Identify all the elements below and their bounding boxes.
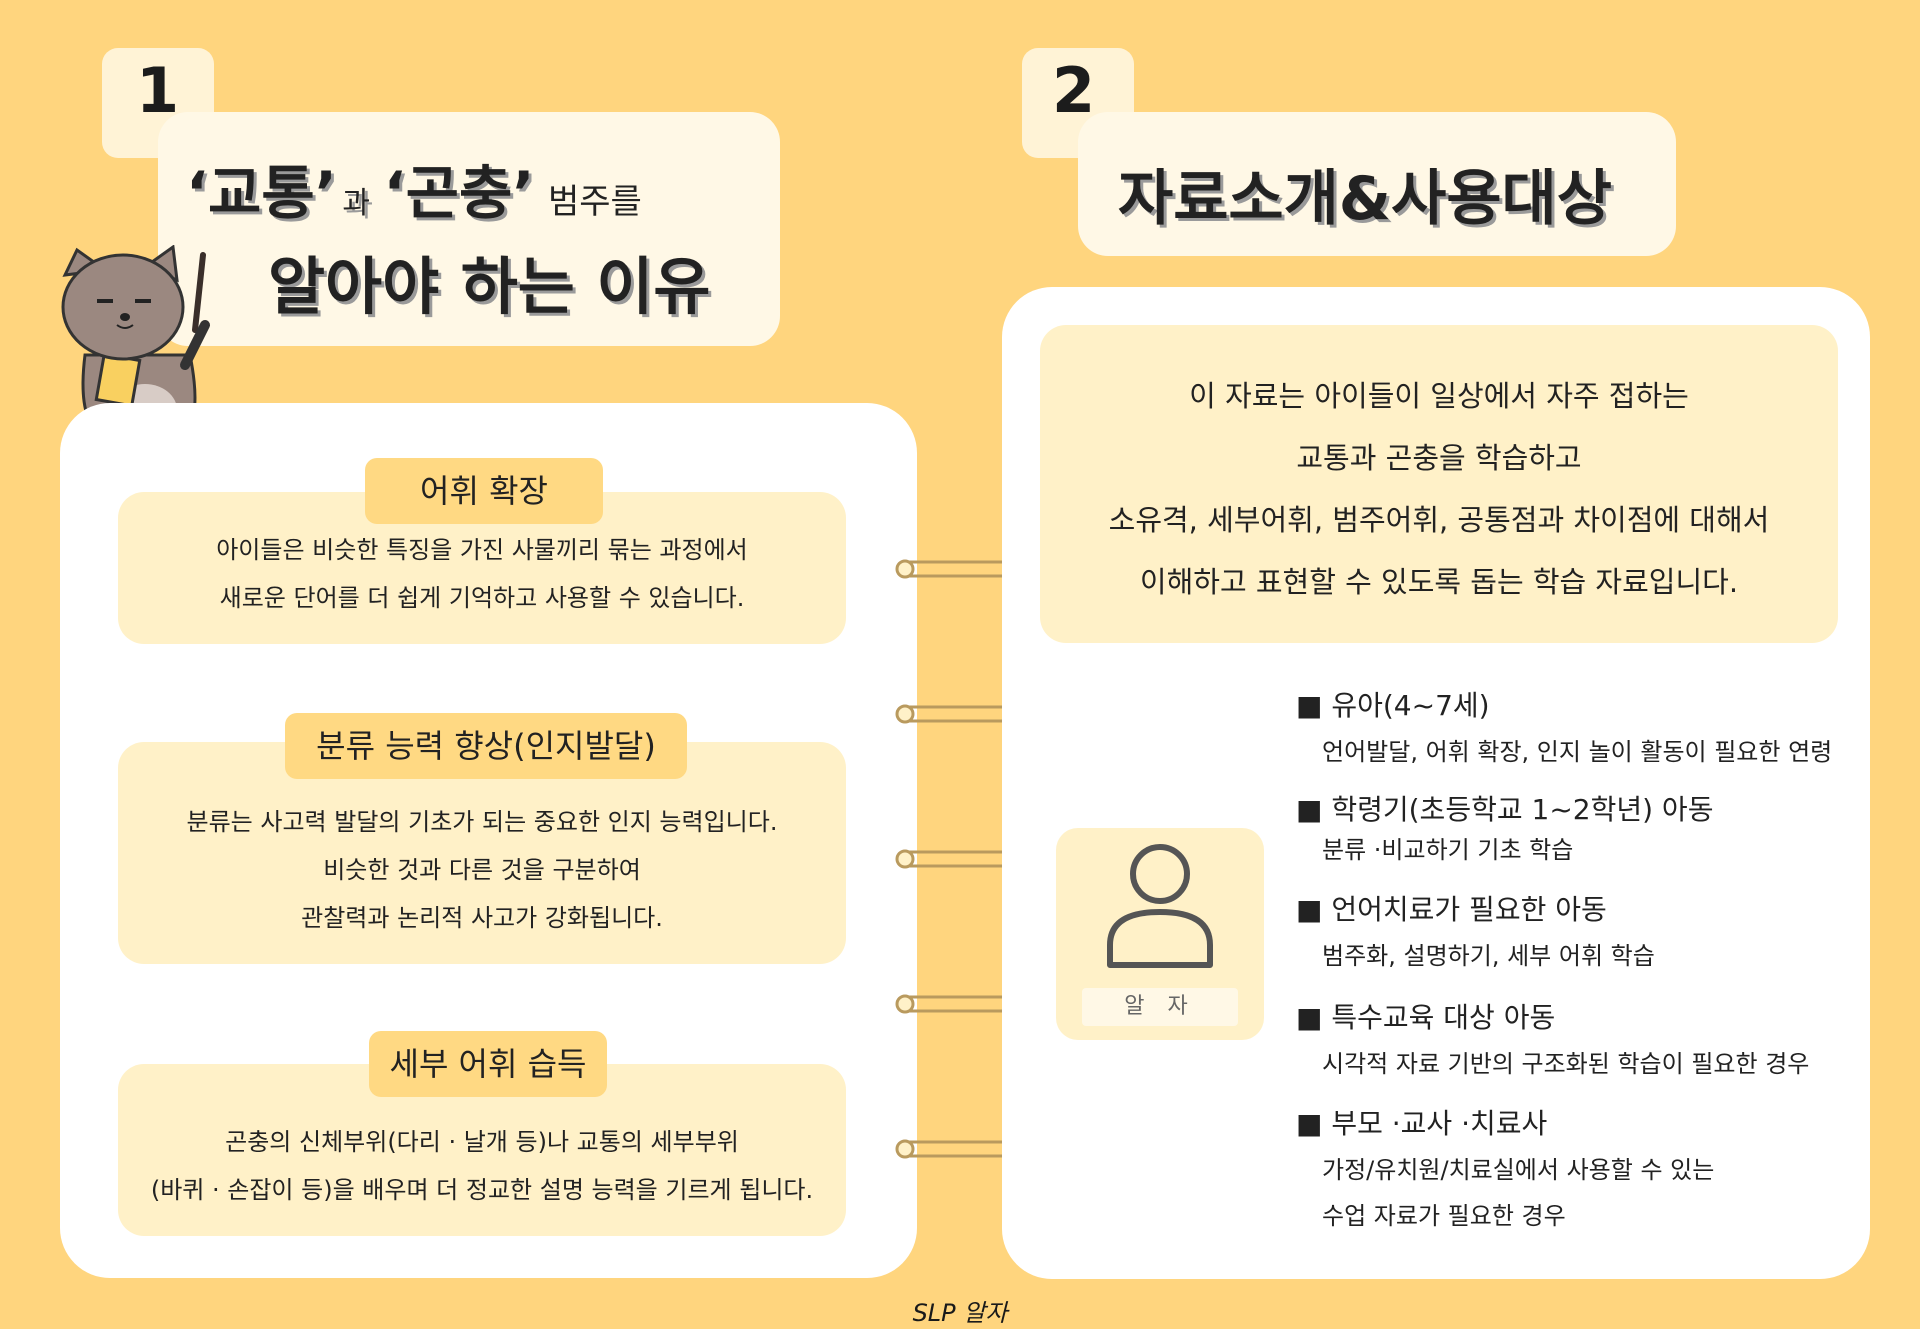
profile-label: 알 자	[1082, 988, 1238, 1026]
title-word-traffic: ‘교통’	[186, 159, 337, 227]
target2-desc: 분류 ·비교하기 기초 학습	[1322, 836, 1574, 864]
target4-title: ■ 특수교육 대상 아동	[1296, 1001, 1556, 1034]
target-item-speech-therapy: ■ 언어치료가 필요한 아동 범주화, 설명하기, 세부 어휘 학습	[1296, 890, 1655, 976]
card2-line2: 비슷한 것과 다른 것을 구분하여	[323, 856, 641, 884]
target-item-school-age: ■ 학령기(초등학교 1~2학년) 아동 분류 ·비교하기 기초 학습	[1296, 790, 1713, 870]
target2-title: ■ 학령기(초등학교 1~2학년) 아동	[1296, 793, 1714, 826]
target3-title: ■ 언어치료가 필요한 아동	[1296, 893, 1607, 926]
target4-desc: 시각적 자료 기반의 구조화된 학습이 필요한 경우	[1322, 1050, 1810, 1078]
target5-title: ■ 부모 ·교사 ·치료사	[1296, 1107, 1548, 1140]
section1-title-line1: ‘교통’ 과 ‘곤충’ 범주를	[186, 146, 642, 230]
intro-line1: 이 자료는 아이들이 일상에서 자주 접하는	[1189, 379, 1689, 413]
target1-title: ■ 유아(4~7세)	[1296, 689, 1490, 722]
section1-title-box: ‘교통’ 과 ‘곤충’ 범주를 알아야 하는 이유	[158, 112, 780, 346]
card2-heading: 분류 능력 향상(인지발달)	[285, 713, 687, 779]
card1-line1: 아이들은 비슷한 특징을 가진 사물끼리 묶는 과정에서	[216, 536, 748, 564]
section2-title: 자료소개&사용대상	[1118, 164, 1612, 234]
card3-line1: 곤충의 신체부위(다리 · 날개 등)나 교통의 세부부위	[225, 1128, 739, 1156]
target1-desc: 언어발달, 어휘 확장, 인지 놀이 활동이 필요한 연령	[1322, 738, 1833, 766]
title-word-insect: ‘곤충’	[383, 159, 535, 227]
user-profile-icon	[1107, 844, 1213, 968]
title-word-category: 범주를	[547, 182, 642, 222]
profile-card: 알 자	[1056, 828, 1264, 1040]
target-item-parents-teachers: ■ 부모 ·교사 ·치료사 가정/유치원/치료실에서 사용할 수 있는 수업 자…	[1296, 1104, 1714, 1236]
intro-line3: 소유격, 세부어휘, 범주어휘, 공통점과 차이점에 대해서	[1108, 503, 1770, 537]
section2-number: 2	[1052, 54, 1096, 127]
card2-line1: 분류는 사고력 발달의 기초가 되는 중요한 인지 능력입니다.	[186, 808, 778, 836]
target-item-preschool: ■ 유아(4~7세) 언어발달, 어휘 확장, 인지 놀이 활동이 필요한 연령	[1296, 686, 1832, 772]
card2-line3: 관찰력과 논리적 사고가 강화됩니다.	[301, 904, 663, 932]
intro-line4: 이해하고 표현할 수 있도록 돕는 학습 자료입니다.	[1139, 565, 1739, 599]
card-vocabulary-expansion: 아이들은 비슷한 특징을 가진 사물끼리 묶는 과정에서 새로운 단어를 더 쉽…	[118, 492, 846, 644]
section2-title-box: 자료소개&사용대상	[1078, 112, 1676, 256]
target5-desc-line2: 수업 자료가 필요한 경우	[1322, 1202, 1566, 1230]
section1-number: 1	[136, 54, 180, 127]
target3-desc: 범주화, 설명하기, 세부 어휘 학습	[1322, 942, 1655, 970]
card1-line2: 새로운 단어를 더 쉽게 기억하고 사용할 수 있습니다.	[219, 584, 745, 612]
card1-heading: 어휘 확장	[365, 458, 603, 524]
card-classification-ability: 분류는 사고력 발달의 기초가 되는 중요한 인지 능력입니다. 비슷한 것과 …	[118, 742, 846, 964]
target-item-special-education: ■ 특수교육 대상 아동 시각적 자료 기반의 구조화된 학습이 필요한 경우	[1296, 998, 1809, 1084]
card3-heading: 세부 어휘 습득	[369, 1031, 607, 1097]
target5-desc-line1: 가정/유치원/치료실에서 사용할 수 있는	[1322, 1156, 1715, 1184]
title-particle-and: 과	[342, 186, 370, 221]
footer-credit: SLP 알자	[912, 1299, 1008, 1327]
section1-title-line2: 알아야 하는 이유	[268, 250, 711, 323]
card3-line2: (바퀴 · 손잡이 등)을 배우며 더 정교한 설명 능력을 기르게 됩니다.	[150, 1176, 814, 1204]
intro-card: 이 자료는 아이들이 일상에서 자주 접하는 교통과 곤충을 학습하고 소유격,…	[1040, 325, 1838, 643]
intro-line2: 교통과 곤충을 학습하고	[1296, 441, 1582, 475]
